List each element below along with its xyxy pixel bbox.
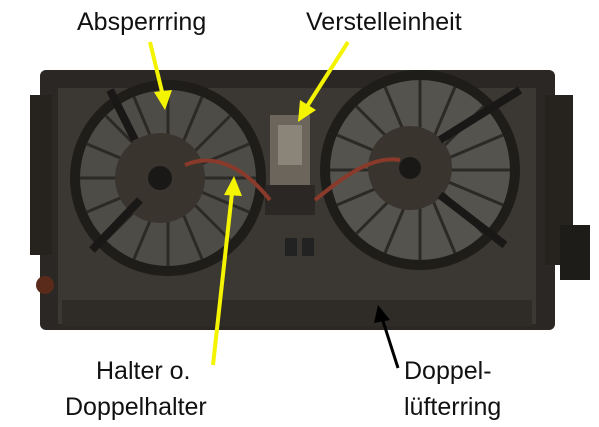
left-mount — [30, 95, 52, 255]
label-halter-line2: Doppelhalter — [65, 393, 207, 421]
left-fan — [70, 80, 266, 276]
label-absperrring: Absperrring — [77, 8, 207, 36]
bottom-bar — [62, 300, 532, 326]
left-wire — [184, 158, 272, 202]
label-verstelleinheit: Verstelleinheit — [306, 8, 462, 36]
label-doppel-line1: Doppel- — [404, 357, 492, 385]
arrow-doppelluefterring — [374, 305, 400, 369]
right-connector — [560, 225, 590, 280]
label-halter-line1: Halter o. — [96, 357, 191, 385]
right-wire — [313, 157, 401, 202]
label-doppel-line2: lüfterring — [404, 393, 502, 421]
arrow-halter — [211, 176, 242, 366]
right-fan — [320, 70, 523, 270]
left-bolt — [36, 276, 54, 294]
arrow-verstelleinheit — [298, 40, 350, 122]
adjustment-unit — [265, 115, 315, 256]
arrow-absperrring — [148, 41, 172, 110]
